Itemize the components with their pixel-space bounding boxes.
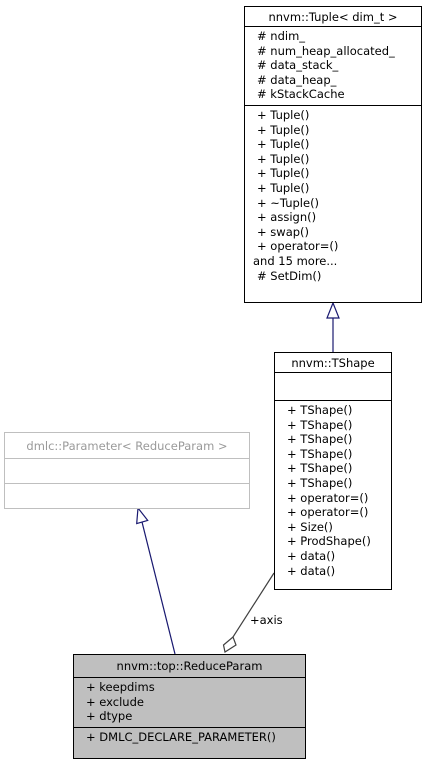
attributes-section-tuple: # ndim_# num_heap_allocated_# data_stack…	[245, 26, 421, 105]
method-item: # SetDim()	[257, 268, 322, 283]
method-item: + swap()	[257, 224, 310, 239]
more-methods-note: and 15 more...	[253, 253, 338, 268]
method-item: + TShape()	[287, 446, 353, 461]
attribute-item: # kStackCache	[257, 87, 345, 102]
axis-composition-edge	[232, 572, 275, 638]
axis-composition-diamond	[222, 635, 237, 653]
axis-edge-label: +axis	[250, 613, 283, 627]
method-item: + operator=()	[287, 505, 369, 520]
method-item: + data()	[287, 548, 336, 563]
attributes-section-tshape	[275, 372, 391, 400]
class-box-parameter[interactable]: dmlc::Parameter< ReduceParam >	[4, 432, 250, 509]
method-item: + TShape()	[287, 417, 353, 432]
method-item: + Tuple()	[257, 107, 310, 122]
attribute-item: # data_stack_	[257, 58, 339, 73]
method-item: + operator=()	[257, 239, 339, 254]
method-item: + data()	[287, 563, 336, 578]
attribute-item: # ndim_	[257, 29, 306, 43]
method-item: + TShape()	[287, 461, 353, 476]
attributes-section-parameter	[5, 458, 249, 483]
method-item: + Tuple()	[257, 180, 310, 195]
method-item: + Size()	[287, 519, 333, 534]
reduceparam-inherits-parameter-edge	[141, 521, 176, 655]
method-item: + TShape()	[287, 432, 353, 447]
methods-section-reduce-param: + DMLC_DECLARE_PARAMETER()	[74, 726, 305, 748]
tshape-inherits-tuple-arrowhead	[326, 301, 340, 319]
attribute-item: + keepdims	[86, 680, 155, 694]
class-box-tshape[interactable]: nnvm::TShape + TShape()+ TShape()+ TShap…	[274, 352, 392, 590]
attribute-item: # data_heap_	[257, 72, 337, 87]
method-item: + DMLC_DECLARE_PARAMETER()	[86, 729, 276, 744]
method-item: + Tuple()	[257, 137, 310, 152]
class-box-tuple[interactable]: nnvm::Tuple< dim_t > # ndim_# num_heap_a…	[244, 6, 422, 303]
methods-section-parameter	[5, 483, 249, 507]
method-item: + operator=()	[287, 490, 369, 505]
class-title-tshape: nnvm::TShape	[291, 356, 375, 370]
methods-section-tuple: + Tuple()+ Tuple()+ Tuple()+ Tuple()+ Tu…	[245, 104, 421, 286]
method-item: + TShape()	[287, 403, 353, 417]
method-item: + Tuple()	[257, 151, 310, 166]
method-item: + assign()	[257, 210, 317, 225]
attributes-section-reduce-param: + keepdims+ exclude+ dtype	[74, 677, 305, 727]
method-item: + ~Tuple()	[257, 195, 320, 210]
attribute-item: # num_heap_allocated_	[257, 43, 395, 58]
method-item: + TShape()	[287, 475, 353, 490]
class-title-tuple: nnvm::Tuple< dim_t >	[268, 10, 398, 24]
class-box-reduce-param[interactable]: nnvm::top::ReduceParam + keepdims+ exclu…	[73, 654, 306, 759]
reduceparam-inherits-parameter-arrowhead	[136, 506, 149, 525]
attribute-item: + exclude	[86, 694, 144, 709]
methods-section-tshape: + TShape()+ TShape()+ TShape()+ TShape()…	[275, 400, 391, 581]
class-title-reduce-param: nnvm::top::ReduceParam	[116, 659, 263, 673]
method-item: + Tuple()	[257, 122, 310, 137]
attribute-item: + dtype	[86, 709, 133, 724]
class-title-parameter: dmlc::Parameter< ReduceParam >	[26, 439, 228, 453]
method-item: + Tuple()	[257, 166, 310, 181]
method-item: + ProdShape()	[287, 534, 371, 549]
